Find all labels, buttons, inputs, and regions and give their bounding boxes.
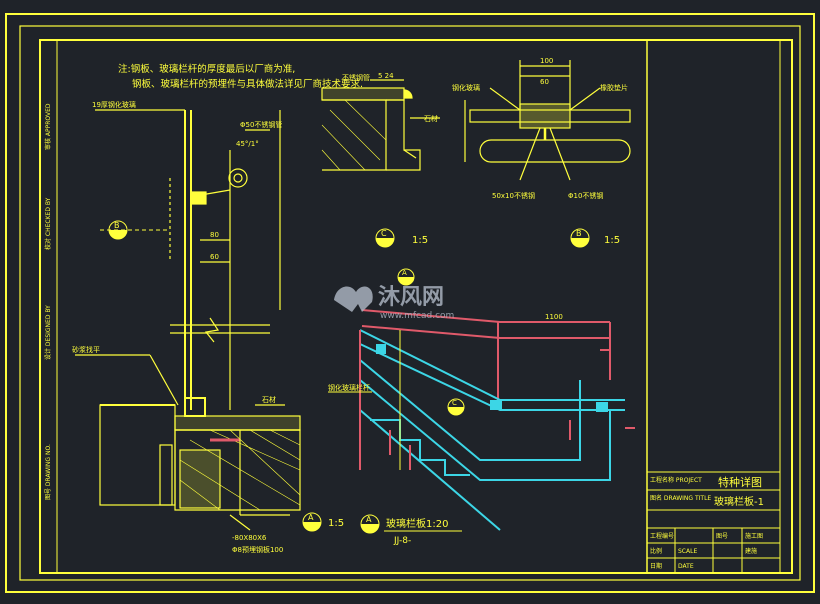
wall-label: 砂浆找平 bbox=[72, 345, 100, 354]
tb-row1a: 工程编号 bbox=[650, 532, 674, 540]
b-dim-top: 100 bbox=[540, 57, 553, 65]
elevation-c-marker: C bbox=[447, 398, 465, 416]
dim-2: 60 bbox=[210, 253, 219, 261]
drawing-label: 图名 DRAWING TITLE bbox=[650, 494, 711, 502]
angle-label: 45°/1° bbox=[236, 140, 259, 148]
watermark: 沐风网 www.mfcad.com bbox=[334, 285, 454, 321]
dim-1: 80 bbox=[210, 231, 219, 239]
tb-row2b: SCALE bbox=[678, 548, 697, 555]
svg-text:A: A bbox=[402, 269, 407, 277]
tb-row1c: 施工图 bbox=[745, 532, 763, 540]
note-line-1: 注:钢板、玻璃栏杆的厚度最后以厂商为准, bbox=[118, 63, 295, 75]
elevation-a-marker: A bbox=[397, 268, 415, 286]
svg-text:C: C bbox=[381, 229, 387, 238]
bolt-label: Φ50不锈钢管 bbox=[240, 120, 282, 129]
tb-row1b: 图号 bbox=[716, 533, 728, 540]
svg-text:B: B bbox=[576, 229, 582, 238]
tb-row2a: 比例 bbox=[650, 547, 662, 555]
elevation-title-marker: A 玻璃栏板1:20 JJ-8- bbox=[360, 514, 462, 546]
elevation-title: 玻璃栏板1:20 bbox=[386, 517, 448, 530]
svg-text:B: B bbox=[114, 221, 120, 230]
detail-a bbox=[75, 109, 301, 531]
tb-row3b: DATE bbox=[678, 563, 694, 570]
b-label-bottom-2: Φ10不锈钢 bbox=[568, 191, 603, 200]
ref-marker-b: B bbox=[100, 220, 170, 240]
side-label-b: 校对 CHECKED BY bbox=[44, 197, 52, 250]
glass-label: 19厚钢化玻璃 bbox=[92, 100, 136, 109]
detail-c-marker: C 1:5 bbox=[375, 228, 428, 248]
elevation-sub: JJ-8- bbox=[393, 536, 411, 546]
detail-c-scale: 1:5 bbox=[412, 235, 428, 246]
elevation-top-dim: 1100 bbox=[545, 313, 563, 321]
drawing-name: 玻璃栏板-1 bbox=[714, 495, 764, 508]
detail-a-marker: A 1:5 bbox=[302, 512, 344, 532]
c-side-label: 石材 bbox=[424, 114, 438, 123]
elevation-left-label: 钢化玻璃栏杆 bbox=[328, 383, 370, 392]
b-right-label: 橡胶垫片 bbox=[600, 83, 628, 92]
side-label-c: 设计 DESIGNED BY bbox=[44, 305, 52, 360]
svg-text:A: A bbox=[308, 513, 314, 522]
project-name: 特种详图 bbox=[718, 475, 762, 489]
side-label-d: 图号 DRAWING NO. bbox=[45, 444, 52, 500]
drawing-frame bbox=[39, 39, 793, 574]
watermark-url: www.mfcad.com bbox=[380, 311, 454, 321]
floor-label: 石材 bbox=[262, 395, 276, 404]
note-line-2: 钢板、玻璃栏杆的预埋件与具体做法详见厂商技术要求. bbox=[132, 78, 363, 90]
outer-frame bbox=[5, 13, 815, 593]
side-label-a: 审核 APPROVED bbox=[44, 103, 52, 150]
project-label: 工程名称 PROJECT bbox=[650, 476, 702, 484]
embed-label-1: -80X80X6 bbox=[232, 534, 267, 542]
stair-elevation bbox=[359, 309, 635, 531]
tb-row3a: 日期 bbox=[650, 562, 662, 570]
b-left-label: 钢化玻璃 bbox=[452, 83, 480, 92]
b-dim-sub: 60 bbox=[540, 78, 549, 86]
svg-text:C: C bbox=[452, 399, 457, 407]
middle-frame bbox=[19, 25, 801, 581]
b-label-bottom-1: 50x10不锈钢 bbox=[492, 191, 535, 200]
detail-b-marker: B 1:5 bbox=[570, 228, 620, 248]
detail-b-scale: 1:5 bbox=[604, 235, 620, 246]
detail-a-scale: 1:5 bbox=[328, 518, 344, 529]
c-top-label: 不锈钢管 bbox=[342, 73, 370, 82]
detail-b bbox=[464, 60, 631, 181]
detail-c bbox=[321, 79, 440, 171]
svg-text:A: A bbox=[366, 515, 372, 524]
tb-row2c: 建施 bbox=[745, 547, 757, 555]
watermark-brand: 沐风网 bbox=[378, 285, 444, 310]
embed-label-2: Φ8预埋钢板100 bbox=[232, 545, 283, 554]
title-block bbox=[647, 471, 780, 573]
c-dim: 5 24 bbox=[378, 72, 394, 80]
